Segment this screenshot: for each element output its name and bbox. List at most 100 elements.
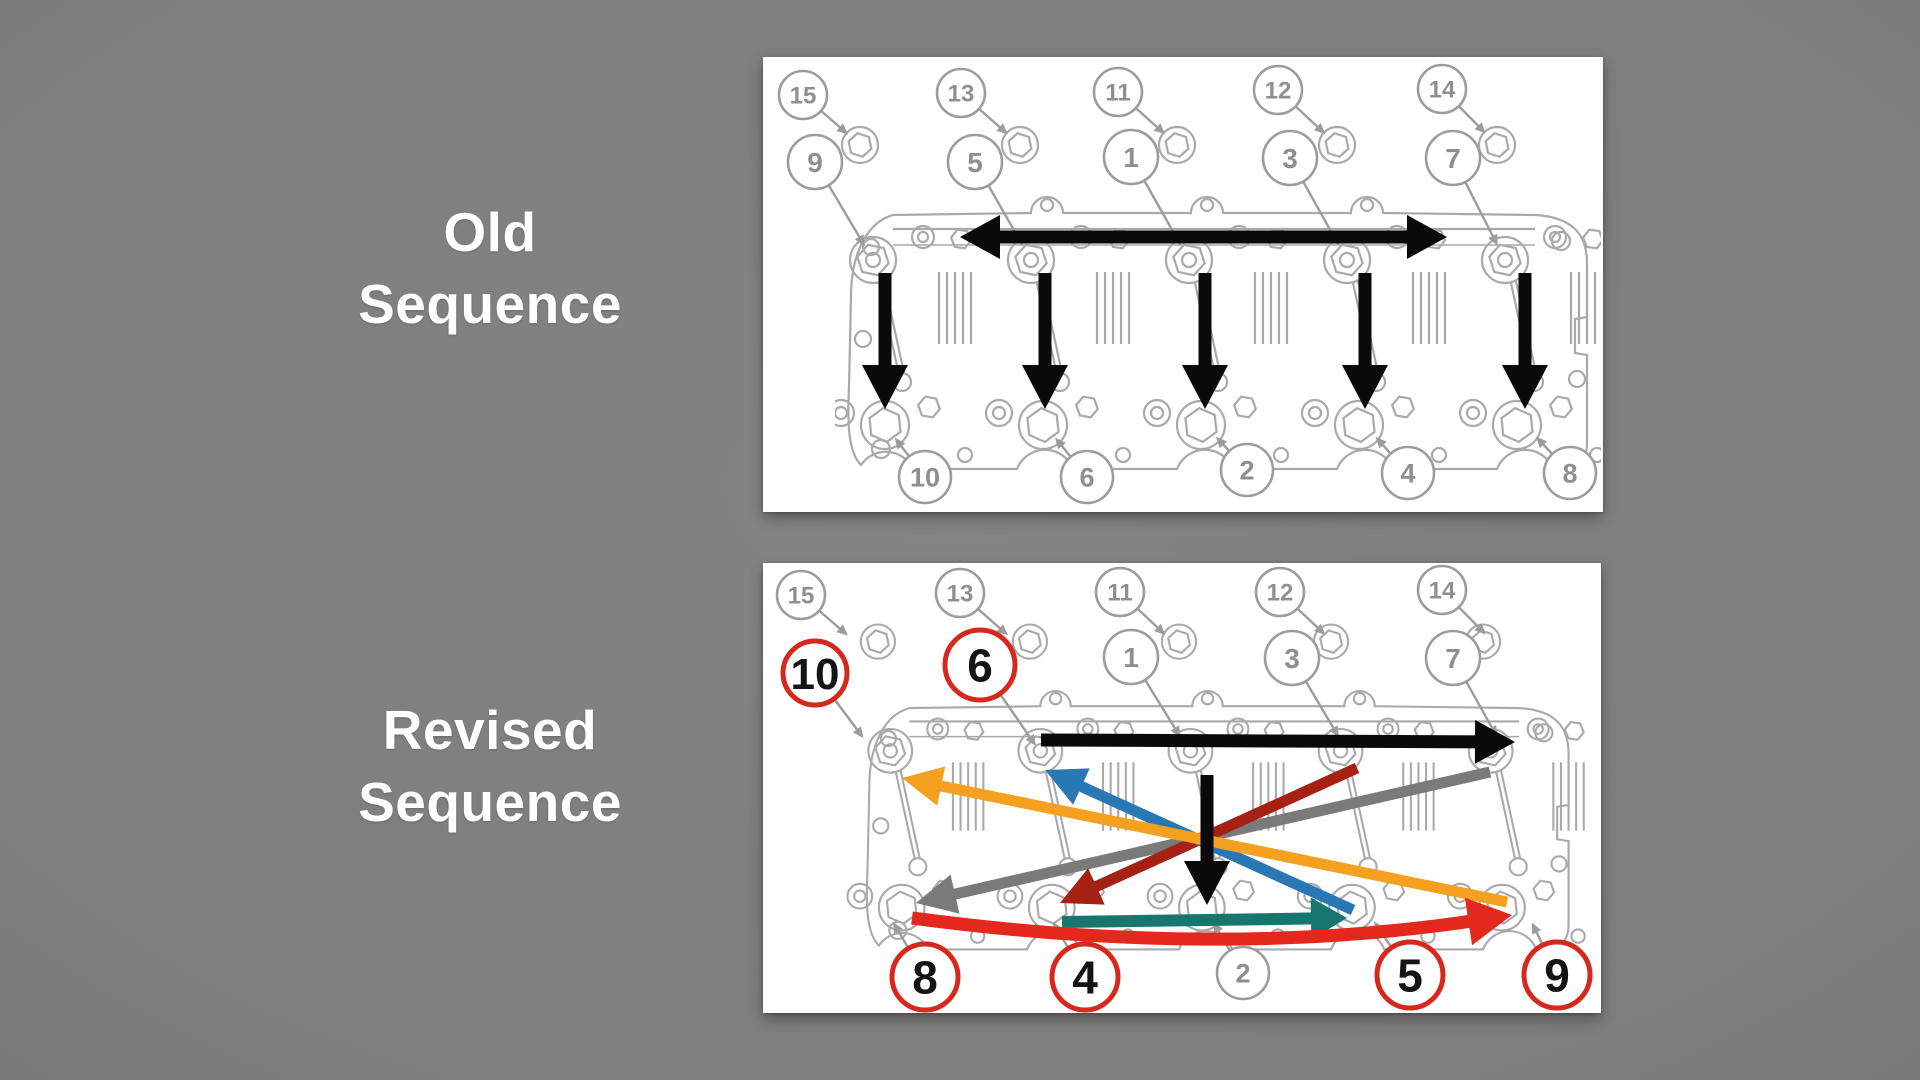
leader-arrowhead bbox=[1153, 123, 1166, 135]
arrow-shaft bbox=[1061, 912, 1317, 928]
callout-circle-ring bbox=[1254, 566, 1306, 618]
callout-circle-number: 5 bbox=[967, 147, 983, 178]
callout-circle-ring bbox=[1094, 566, 1146, 618]
callout-leader-14 bbox=[1458, 606, 1486, 635]
arrow-down-arrow-5 bbox=[1502, 273, 1548, 409]
callout-circle-14: 14 bbox=[1416, 564, 1468, 616]
callout-leader-9 bbox=[1531, 922, 1544, 945]
leader-line bbox=[833, 698, 860, 733]
arrow-head bbox=[1502, 365, 1548, 409]
callout-circle-7: 7 bbox=[1424, 629, 1482, 687]
callout-circle-7: 7 bbox=[1424, 129, 1482, 187]
leader-line bbox=[1135, 107, 1160, 130]
callout-leader-9 bbox=[828, 185, 865, 247]
callout-circle-14: 14 bbox=[1416, 63, 1468, 115]
sequence-step-circle-ring bbox=[1521, 939, 1593, 1011]
callout-circle-3: 3 bbox=[1261, 129, 1319, 187]
callout-circle-ring bbox=[935, 67, 987, 119]
callout-circle-ring bbox=[1416, 564, 1468, 616]
callout-circle-12: 12 bbox=[1252, 64, 1304, 116]
callout-leader-15 bbox=[821, 110, 848, 135]
callout-circle-2: 2 bbox=[1219, 442, 1275, 498]
sequence-step-circle-10: 10 bbox=[780, 638, 850, 708]
callout-circle-number: 12 bbox=[1265, 78, 1292, 105]
leader-arrowhead bbox=[1535, 436, 1548, 449]
arrow-head bbox=[916, 874, 960, 914]
arrow-down-arrow-3 bbox=[1182, 273, 1228, 409]
leader-line bbox=[828, 185, 862, 240]
callout-circle-13: 13 bbox=[935, 67, 987, 119]
old-sequence-label-line1: Old bbox=[443, 201, 537, 263]
callout-leader-12 bbox=[1297, 608, 1326, 635]
leader-arrowhead bbox=[1313, 122, 1326, 135]
arrow-down-arrow-1 bbox=[862, 273, 908, 409]
leader-line bbox=[821, 110, 843, 131]
callout-circle-number: 15 bbox=[790, 83, 817, 110]
callout-circle-number: 1 bbox=[1123, 142, 1139, 173]
callout-leader-12 bbox=[1295, 106, 1326, 135]
arrow-teal-arrow bbox=[1061, 897, 1347, 940]
sequence-step-circle-number: 8 bbox=[912, 952, 938, 1004]
sequence-step-circle-ring bbox=[889, 941, 961, 1013]
callout-circle-number: 7 bbox=[1445, 643, 1461, 674]
sequence-step-circle-number: 4 bbox=[1072, 952, 1098, 1004]
callout-circle-ring bbox=[1219, 442, 1275, 498]
arrow-red-arrow bbox=[911, 897, 1512, 946]
arrow-maroon-arrow bbox=[1060, 762, 1360, 905]
callout-circle-5: 5 bbox=[946, 133, 1004, 191]
leader-line bbox=[895, 928, 909, 949]
callout-circle-ring bbox=[1102, 128, 1160, 186]
arrow-head bbox=[1474, 719, 1515, 764]
callout-circle-number: 13 bbox=[948, 81, 975, 108]
leader-arrowhead bbox=[1215, 436, 1228, 449]
callout-leader-15 bbox=[819, 610, 848, 636]
callout-circle-12: 12 bbox=[1254, 566, 1306, 618]
callout-circle-number: 2 bbox=[1239, 456, 1254, 486]
callout-circle-15: 15 bbox=[775, 569, 827, 621]
arrow-head bbox=[1182, 365, 1228, 409]
leader-arrowhead bbox=[1488, 233, 1498, 246]
revised-sequence-label-line2: Sequence bbox=[358, 771, 622, 833]
callout-circle-number: 11 bbox=[1107, 580, 1132, 607]
arrow-head bbox=[1060, 868, 1105, 905]
sequence-step-circle-8: 8 bbox=[889, 941, 961, 1013]
callout-circle-number: 8 bbox=[1562, 459, 1577, 489]
callout-leader-13 bbox=[978, 108, 1008, 135]
leader-line bbox=[1458, 105, 1482, 129]
arrow-head bbox=[902, 766, 946, 806]
callout-circle-number: 14 bbox=[1429, 77, 1456, 104]
arrow-sweep-both-arrow bbox=[960, 215, 1447, 259]
arrow-head bbox=[1022, 365, 1068, 409]
sequence-step-circle-number: 6 bbox=[967, 640, 993, 692]
sequence-step-circle-ring bbox=[780, 638, 850, 708]
sequence-step-circle-4: 4 bbox=[1049, 941, 1121, 1013]
callout-circle-number: 2 bbox=[1235, 959, 1250, 989]
arrow-head bbox=[1407, 215, 1447, 259]
arrow-head bbox=[862, 365, 908, 409]
arrow-black-down-arrow bbox=[1184, 775, 1230, 905]
arrow-head bbox=[1464, 897, 1512, 946]
callout-leader-4 bbox=[1375, 436, 1391, 454]
leader-arrowhead bbox=[836, 624, 848, 636]
callout-circle-4: 4 bbox=[1380, 445, 1436, 501]
callout-circle-1: 1 bbox=[1102, 128, 1160, 186]
arrow-down-arrow-4 bbox=[1342, 273, 1388, 409]
leader-arrowhead bbox=[1153, 623, 1166, 635]
leader-line bbox=[1295, 106, 1321, 130]
old-sequence-label: Old Sequence bbox=[250, 196, 730, 340]
callout-circle-13: 13 bbox=[934, 567, 986, 619]
leader-arrowhead bbox=[1055, 437, 1066, 450]
revised-sequence-label-line1: Revised bbox=[382, 699, 598, 761]
leader-line bbox=[977, 608, 1003, 632]
arrow-shaft bbox=[1040, 733, 1482, 749]
callout-circle-ring bbox=[1424, 129, 1482, 187]
callout-circle-number: 13 bbox=[947, 581, 974, 608]
leader-line bbox=[1144, 680, 1178, 732]
leader-arrowhead bbox=[1375, 436, 1387, 449]
callout-circle-15: 15 bbox=[777, 69, 829, 121]
arrow-orange-arrow bbox=[902, 766, 1509, 908]
leader-line bbox=[819, 610, 843, 632]
sequence-step-circle-number: 5 bbox=[1397, 950, 1423, 1002]
old-sequence-label-line2: Sequence bbox=[358, 273, 622, 335]
